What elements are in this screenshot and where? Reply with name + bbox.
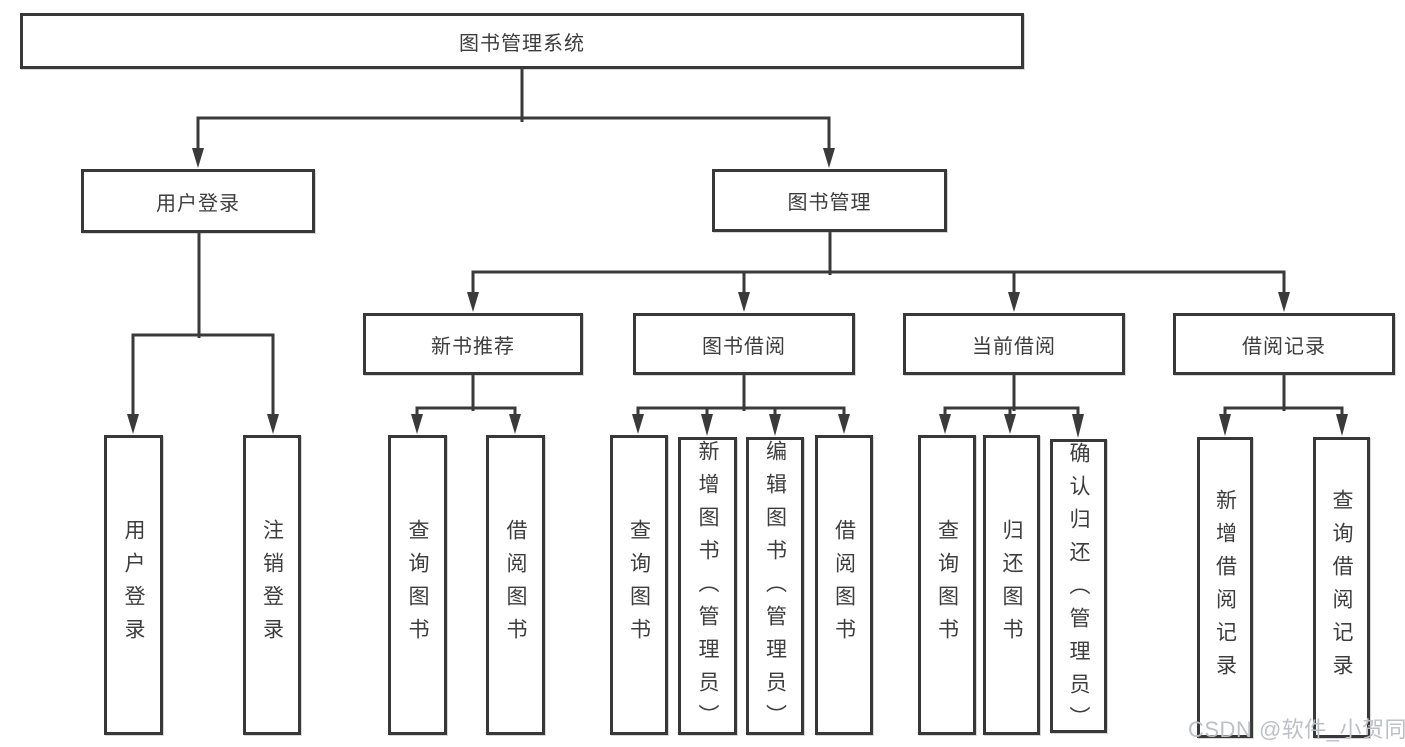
node-book-borrow-label: 图书借阅 xyxy=(702,335,786,358)
node-borrow-records: 借阅记录 xyxy=(1173,313,1395,375)
leaf-add-books-admin-label: 新增图书（管理员） xyxy=(696,440,719,737)
node-root: 图书管理系统 xyxy=(20,13,1024,69)
node-user-login-label: 用户登录 xyxy=(156,192,240,215)
leaf-return-books: 归还图书 xyxy=(983,435,1040,735)
leaf-confirm-return-admin-label: 确认归还（管理员） xyxy=(1067,442,1090,739)
leaf-add-borrow-record-label: 新增借阅记录 xyxy=(1213,488,1237,687)
leaf-user-login-label: 用户登录 xyxy=(122,519,145,651)
node-current-borrow-label: 当前借阅 xyxy=(972,335,1056,358)
leaf-borrow-books-label: 借阅图书 xyxy=(832,519,856,651)
leaf-logout-label: 注销登录 xyxy=(260,519,284,651)
leaf-edit-books-admin-label: 编辑图书（管理员） xyxy=(763,440,787,737)
node-borrow-records-label: 借阅记录 xyxy=(1242,335,1326,358)
leaf-confirm-return-admin: 确认归还（管理员） xyxy=(1050,439,1107,739)
leaf-borrow-query-books-label: 查询图书 xyxy=(627,519,651,651)
leaf-current-query-books: 查询图书 xyxy=(918,435,976,735)
leaf-recommend-query-books-label: 查询图书 xyxy=(406,519,429,651)
node-new-book-recommend: 新书推荐 xyxy=(363,313,583,375)
leaf-user-login: 用户登录 xyxy=(104,435,163,735)
arrowhead-icons xyxy=(127,148,1348,438)
leaf-logout: 注销登录 xyxy=(243,435,301,735)
csdn-watermark: CSDN @软件_小贺同学 xyxy=(1188,717,1405,742)
leaf-recommend-query-books: 查询图书 xyxy=(388,435,447,735)
node-root-label: 图书管理系统 xyxy=(459,32,585,55)
node-book-mgmt-label: 图书管理 xyxy=(787,192,872,214)
leaf-edit-books-admin: 编辑图书（管理员） xyxy=(746,437,804,737)
node-book-borrow: 图书借阅 xyxy=(633,313,855,375)
leaf-recommend-borrow-books: 借阅图书 xyxy=(486,435,545,735)
leaf-borrow-query-books: 查询图书 xyxy=(610,435,668,735)
node-user-login: 用户登录 xyxy=(81,169,315,233)
leaf-recommend-borrow-books-label: 借阅图书 xyxy=(504,519,527,651)
node-new-book-recommend-label: 新书推荐 xyxy=(431,335,515,358)
leaf-current-query-books-label: 查询图书 xyxy=(935,519,959,651)
node-current-borrow: 当前借阅 xyxy=(903,313,1125,375)
leaf-borrow-books: 借阅图书 xyxy=(815,435,873,735)
leaf-query-borrow-record-label: 查询借阅记录 xyxy=(1330,488,1353,687)
leaf-return-books-label: 归还图书 xyxy=(1000,519,1023,651)
node-book-mgmt: 图书管理 xyxy=(712,169,947,232)
leaf-add-books-admin: 新增图书（管理员） xyxy=(678,437,737,737)
leaf-add-borrow-record: 新增借阅记录 xyxy=(1197,437,1253,738)
leaf-query-borrow-record: 查询借阅记录 xyxy=(1313,437,1370,738)
